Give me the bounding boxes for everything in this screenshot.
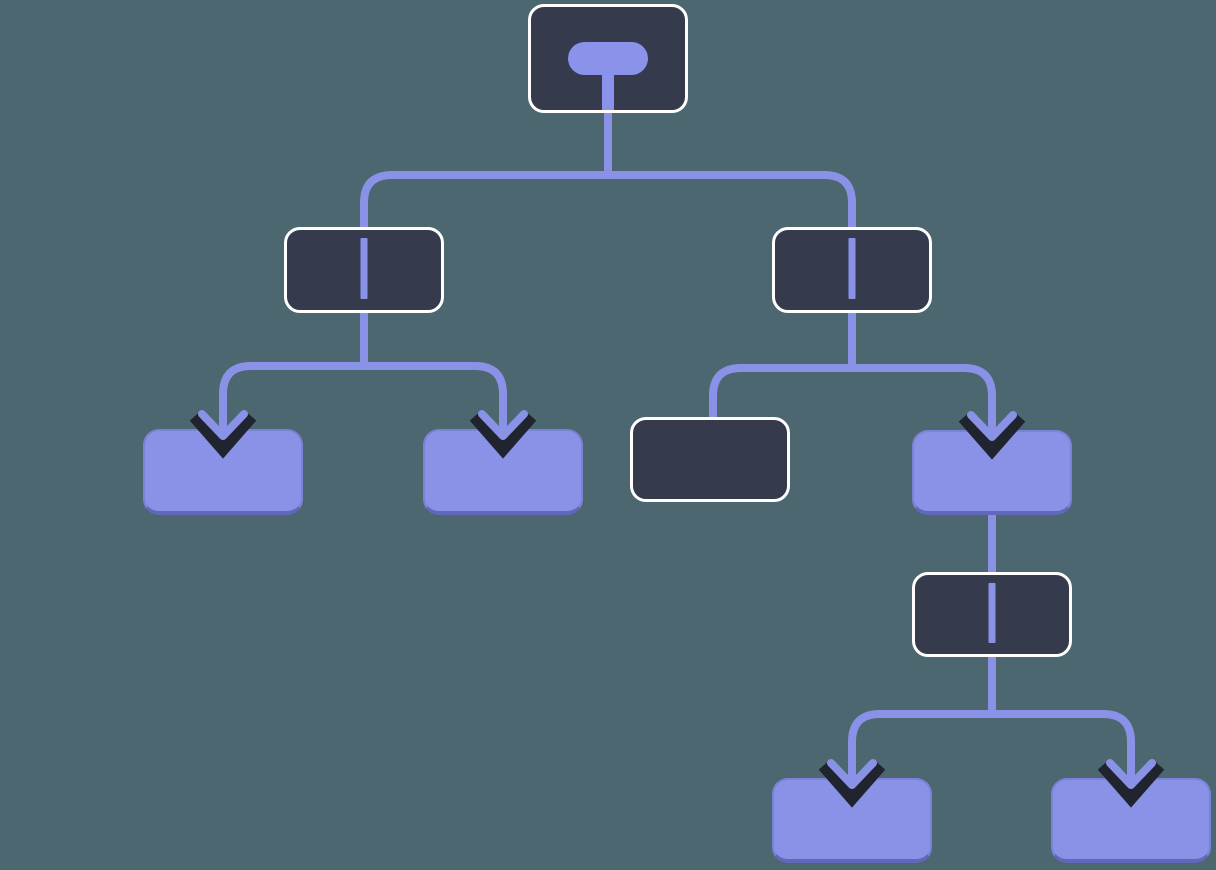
connector-root--branch-right <box>604 108 856 231</box>
node-branch-bottom[interactable] <box>912 572 1072 657</box>
node-branch-right[interactable] <box>772 227 932 313</box>
node-leaf-bottom-2[interactable] <box>1051 778 1211 863</box>
inner-line-decoration <box>360 238 368 299</box>
connector-branch-right--leaf-right-purple <box>848 311 996 422</box>
pill-stem-decoration <box>602 71 614 110</box>
connector-root--branch-left <box>360 108 612 231</box>
connector-branch-left--leaf-left-2 <box>360 311 507 421</box>
connector-branch-bottom--leaf-bottom-2 <box>988 655 1135 770</box>
node-leaf-right-dark[interactable] <box>630 417 790 502</box>
pill-decoration <box>568 42 648 75</box>
connector-branch-bottom--leaf-bottom-1 <box>848 655 996 770</box>
node-branch-left[interactable] <box>284 227 444 313</box>
inner-line-decoration <box>988 583 996 643</box>
node-leaf-bottom-1[interactable] <box>772 778 932 863</box>
connector-branch-right--leaf-right-dark <box>709 311 856 420</box>
node-root[interactable] <box>528 4 688 113</box>
node-leaf-right-purple[interactable] <box>912 430 1072 515</box>
connector-branch-left--leaf-left-1 <box>219 311 368 421</box>
node-leaf-left-1[interactable] <box>143 429 303 515</box>
inner-line-decoration <box>848 238 856 299</box>
node-leaf-left-2[interactable] <box>423 429 583 515</box>
